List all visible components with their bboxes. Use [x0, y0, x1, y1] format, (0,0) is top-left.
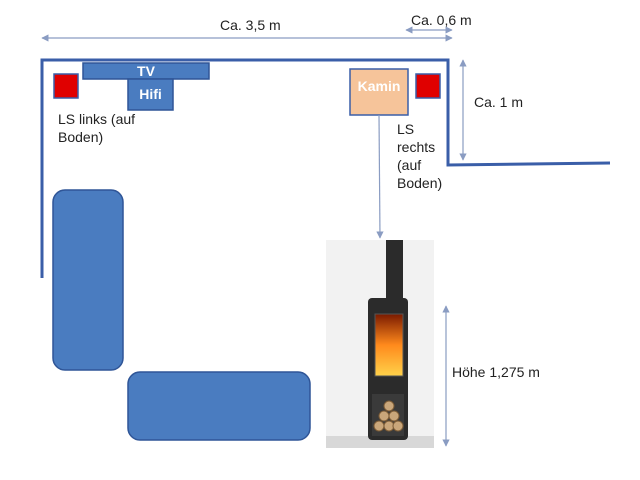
kamin-pointer-arrow: [376, 114, 384, 239]
height-label: Höhe 1,275 m: [452, 364, 540, 380]
firewood-icon: [373, 400, 404, 432]
room-wall: [40, 58, 611, 278]
speaker-right-label: LS rechts (auf Boden): [397, 121, 443, 191]
kamin-label: Kamin: [357, 78, 401, 94]
tv-label: TV: [137, 63, 155, 79]
speaker-right-shape: [415, 73, 441, 99]
sofa-left: [52, 189, 124, 371]
sofa-bottom: [127, 371, 311, 441]
speaker-left-shape: [53, 73, 79, 99]
hifi-label: Hifi: [139, 86, 162, 102]
kamin-shape: [349, 68, 409, 116]
stove-photo: [326, 240, 434, 448]
stove-pipe: [386, 240, 403, 300]
hifi-shape: [127, 78, 174, 111]
offset-label: Ca. 0,6 m: [411, 12, 472, 28]
stove-fire-window: [374, 313, 404, 377]
depth-label: Ca. 1 m: [474, 94, 524, 110]
speaker-left-label: LS links (auf Boden): [58, 111, 136, 145]
width-label: Ca. 3,5 m: [220, 17, 281, 33]
